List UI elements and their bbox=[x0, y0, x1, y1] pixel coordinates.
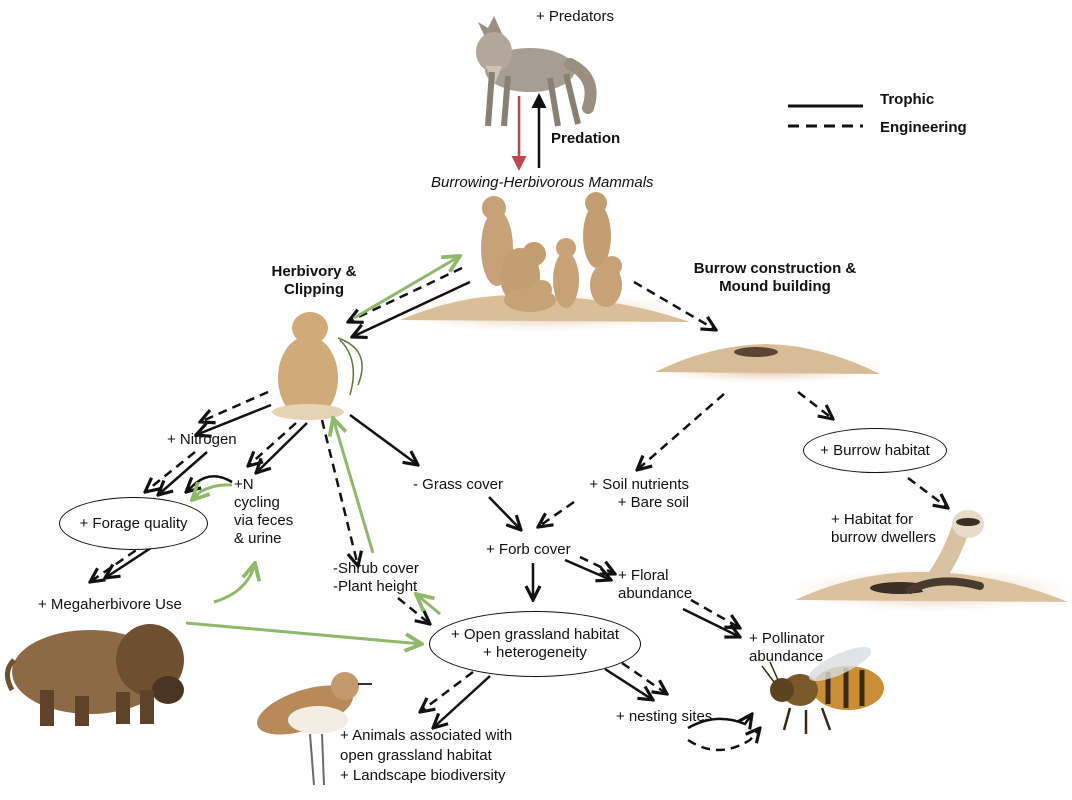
open-grassland-node: + Open grassland habitat + heterogeneity bbox=[429, 611, 641, 677]
predators-label: + Predators bbox=[536, 8, 614, 25]
honeybee-illustration bbox=[761, 647, 884, 734]
herbivory-label: Herbivory & Clipping bbox=[271, 263, 357, 298]
feedback-arrows bbox=[185, 256, 460, 644]
nitrogen-label: + Nitrogen bbox=[167, 431, 237, 448]
ferret-illustration bbox=[790, 510, 1070, 612]
legend-engineering-label: Engineering bbox=[880, 119, 967, 136]
grassland-animals-label: + Animals associated with open grassland… bbox=[340, 727, 513, 784]
engineering-arrows bbox=[90, 266, 948, 752]
prairie-dog-eating-illustration bbox=[272, 312, 363, 420]
prairie-dog-group-illustration bbox=[390, 192, 690, 332]
n-cycling-label: +N cycling via feces & urine bbox=[234, 476, 294, 547]
forage-quality-node: + Forage quality bbox=[59, 497, 208, 550]
burrow-dwellers-label: + Habitat for burrow dwellers bbox=[831, 511, 937, 546]
mammals-label: Burrowing-Herbivorous Mammals bbox=[431, 174, 654, 191]
megaherbivore-label: + Megaherbivore Use bbox=[38, 596, 182, 613]
shrub-cover-label: -Shrub cover -Plant height bbox=[333, 560, 419, 595]
plover-bird-illustration bbox=[257, 672, 372, 786]
soil-label: + Soil nutrients + Bare soil bbox=[589, 476, 689, 511]
burrow-mound-illustration bbox=[648, 344, 884, 384]
legend-trophic-label: Trophic bbox=[880, 91, 935, 108]
bison-illustration bbox=[5, 624, 184, 726]
predation-label: Predation bbox=[551, 130, 621, 147]
trophic-arrows bbox=[105, 280, 752, 728]
floral-abundance-label: + Floral abundance bbox=[618, 567, 693, 602]
pollinator-abundance-label: + Pollinator abundance bbox=[749, 630, 825, 665]
forb-cover-label: + Forb cover bbox=[486, 541, 571, 558]
coyote-illustration bbox=[476, 16, 597, 127]
burrow-habitat-node: + Burrow habitat bbox=[803, 428, 947, 473]
burrow-construction-label: Burrow construction & Mound building bbox=[693, 260, 857, 295]
nesting-sites-label: + nesting sites bbox=[616, 708, 713, 725]
grass-cover-label: - Grass cover bbox=[413, 476, 504, 493]
